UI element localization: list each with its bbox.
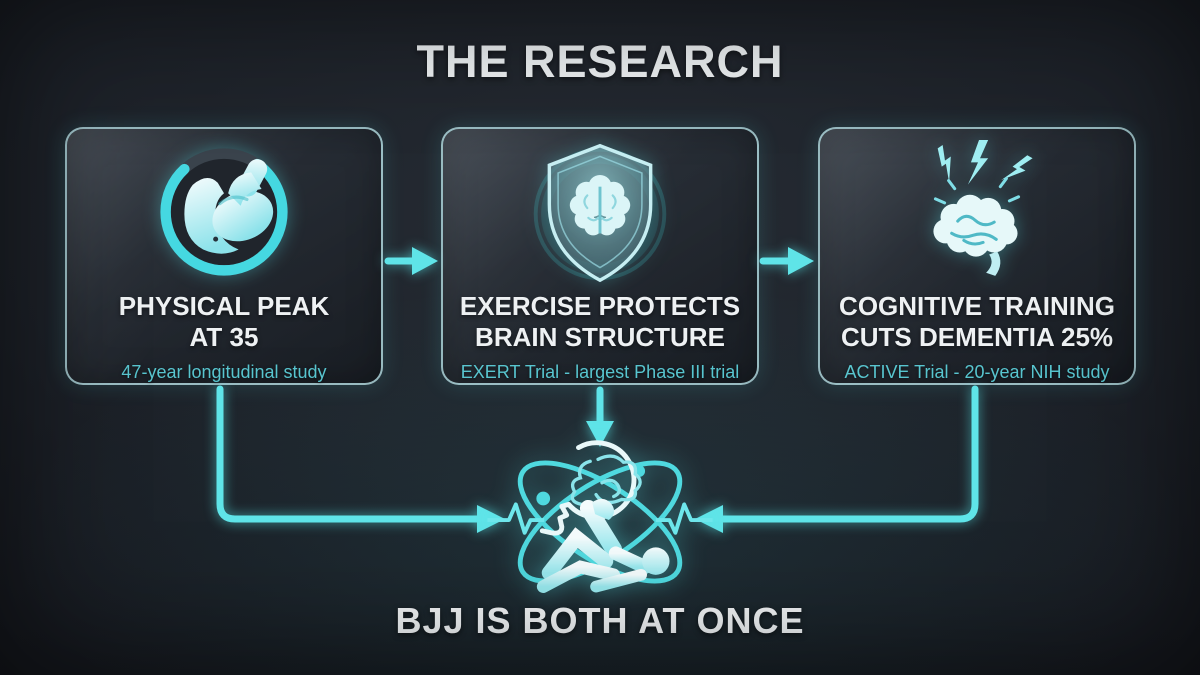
card-physical-peak: PHYSICAL PEAK AT 35 47-year longitudinal… xyxy=(65,127,383,385)
brain-shield-icon xyxy=(530,133,670,291)
brain-lightning-icon xyxy=(901,133,1053,291)
arrow-card3-to-center xyxy=(695,385,979,533)
card-title: PHYSICAL PEAK AT 35 xyxy=(119,291,329,353)
arrow-card2-to-card3 xyxy=(759,247,814,275)
conclusion-text: BJJ IS BOTH AT ONCE xyxy=(395,600,805,641)
card-subtitle: EXERT Trial - largest Phase III trial xyxy=(460,362,740,382)
card-title-line: EXERCISE PROTECTS xyxy=(459,290,741,321)
card-title: COGNITIVE TRAINING CUTS DEMENTIA 25% xyxy=(839,291,1115,353)
card-title-line: AT 35 xyxy=(189,321,259,352)
card-title-line: CUTS DEMENTIA 25% xyxy=(840,321,1114,352)
arrow-card1-to-card2 xyxy=(384,247,438,275)
card-title-line: PHYSICAL PEAK xyxy=(118,290,330,321)
card-exercise-protects-brain: EXERCISE PROTECTS BRAIN STRUCTURE EXERT … xyxy=(441,127,759,385)
card-subtitle: ACTIVE Trial - 20-year NIH study xyxy=(844,362,1110,382)
card-subtitle: 47-year longitudinal study xyxy=(121,362,327,382)
card-title-line: COGNITIVE TRAINING xyxy=(839,290,1115,321)
card-title: EXERCISE PROTECTS BRAIN STRUCTURE xyxy=(460,291,740,353)
card-cognitive-training: COGNITIVE TRAINING CUTS DEMENTIA 25% ACT… xyxy=(818,127,1136,385)
arrow-card1-to-center xyxy=(216,385,505,533)
flexed-bicep-progress-ring-icon xyxy=(151,133,297,291)
card-title-line: BRAIN STRUCTURE xyxy=(475,321,725,352)
page-title: THE RESEARCH xyxy=(416,36,784,87)
bjj-grappler-brain-atom-icon xyxy=(483,428,717,614)
